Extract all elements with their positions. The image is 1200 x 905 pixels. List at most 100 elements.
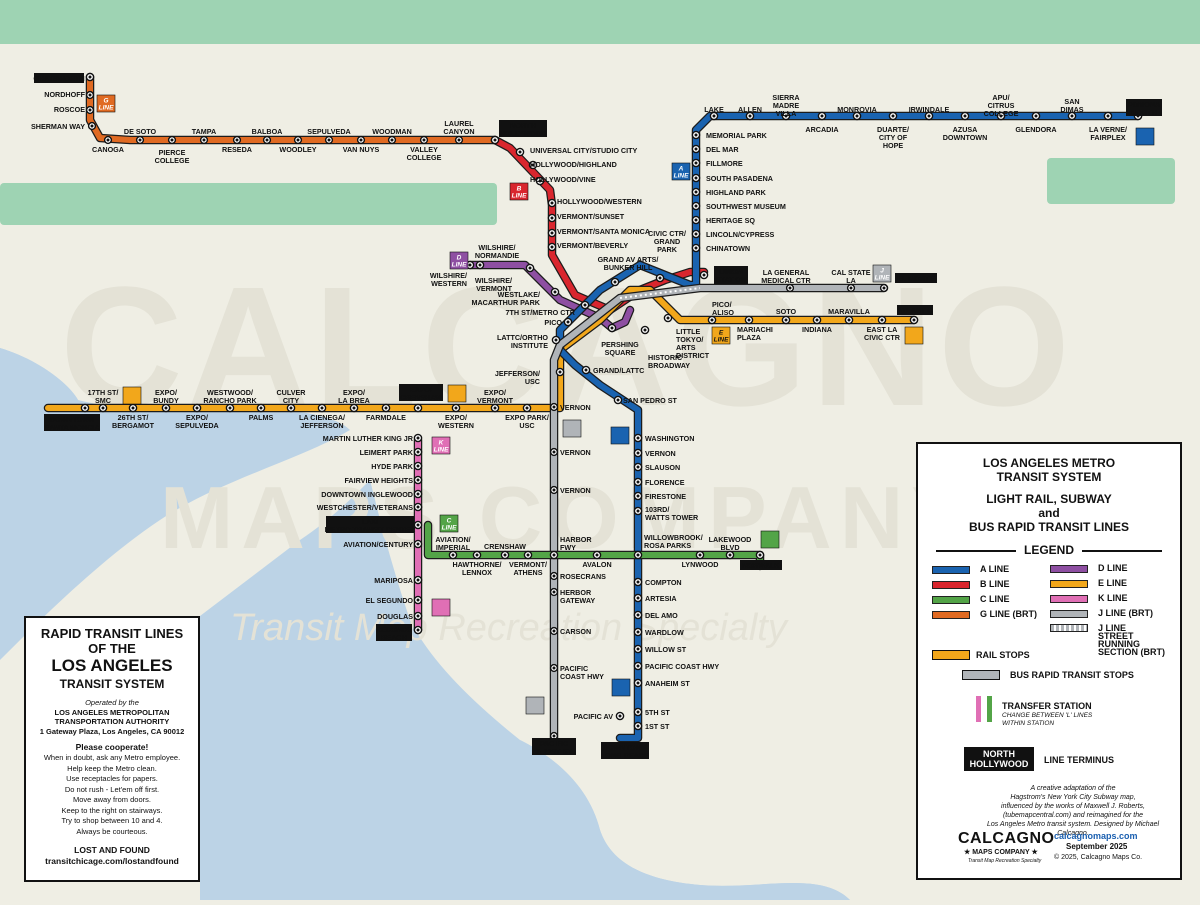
stop-dot-douglas — [416, 614, 420, 618]
label-17th_smc: 17TH ST/SMC — [88, 388, 119, 405]
stop-dot-firestone — [636, 494, 640, 498]
legend-right-item-2: K LINE — [1050, 594, 1128, 603]
label-leimert_park: LEIMERT PARK — [360, 448, 414, 457]
label-universal_city: UNIVERSAL CITY/STUDIO CITY — [530, 146, 637, 155]
label-vernon_j3: VERNON — [560, 486, 591, 495]
stop-dot-vernon_j2 — [552, 450, 556, 454]
label-glendora: GLENDORA — [1015, 125, 1056, 134]
stop-dot-balboa — [265, 138, 269, 142]
rule-2: Use receptacles for papers. — [66, 774, 158, 783]
stop-dot-tampa — [202, 138, 206, 142]
label-soto: SOTO — [776, 307, 797, 316]
credit-line-4: Los Angeles Metro transit system. Design… — [986, 821, 1160, 837]
logo-tag: Transit Map Recreation Specialty — [968, 858, 1042, 864]
stop-dot-san_pedro_st — [616, 398, 620, 402]
legend-title-2: TRANSIT SYSTEM — [996, 470, 1102, 484]
badge-b-line — [509, 182, 529, 201]
terminus-label-lax: LAX/METRO TRANSIT CENTER — [325, 517, 416, 534]
terminus-label-expo_crenshaw: EXPO/CRENSHAW — [400, 385, 442, 402]
terminus-downtown_santa_monica — [44, 414, 100, 431]
rule-4: Move away from doors. — [73, 795, 151, 804]
legend-left-item-2: C LINE — [932, 594, 1010, 604]
stop-dot-pico_aliso — [710, 318, 714, 322]
stop-dot-pico — [566, 320, 570, 324]
stop-dot-seventh_metro — [583, 303, 587, 307]
badge-d-line — [449, 251, 469, 270]
legend-swatch — [932, 610, 970, 619]
label-woodley: WOODLEY — [279, 145, 316, 154]
label-washington: WASHINGTON — [645, 434, 694, 443]
a-line — [557, 113, 1141, 741]
label-highland_park: HIGHLAND PARK — [706, 188, 767, 197]
label-van_nuys: VAN NUYS — [343, 145, 380, 154]
stop-dot-westchester — [416, 505, 420, 509]
stop-dot-lake — [712, 114, 716, 118]
label-willowbrook: WILLOWBROOK/ROSA PARKS — [644, 533, 703, 550]
label-wilshire_vermont: WILSHIRE/VERMONT — [475, 276, 513, 293]
label-downtown_inglewood: DOWNTOWN INGLEWOOD — [321, 490, 413, 499]
agency-line-2: TRANSPORTATION AUTHORITY — [54, 717, 170, 726]
terminus-pomona_north — [1126, 99, 1162, 116]
label-wilshire_normandie: WILSHIRE/NORMANDIE — [475, 243, 520, 260]
lost-found-link[interactable]: transitchicage.com/lostandfound — [45, 856, 179, 866]
stop-dot-chinatown — [694, 246, 698, 250]
stop-dot-fillmore — [694, 161, 698, 165]
stop-dot-103rd — [636, 509, 640, 513]
terminus-atlantic — [897, 305, 933, 315]
label-hyde_park: HYDE PARK — [371, 462, 414, 471]
stop-dot-wardlow — [636, 630, 640, 634]
label-memorial_park: MEMORIAL PARK — [706, 131, 768, 140]
stop-dot-aviation_century — [416, 542, 420, 546]
stop-dot-anaheim_st — [636, 681, 640, 685]
label-first_st: 1ST ST — [645, 722, 670, 731]
stop-dot-redondo_beach — [416, 628, 420, 632]
agency-line-1: LOS ANGELES METROPOLITAN — [54, 707, 170, 717]
stop-dot-arcadia — [820, 114, 824, 118]
stop-dot-allen — [748, 114, 752, 118]
legend-item-label: A LINE — [980, 564, 1010, 574]
stop-dot-union_station — [702, 273, 706, 277]
label-palms: PALMS — [249, 413, 274, 422]
badge-a3-line — [610, 426, 630, 445]
legend-terminus-sample: NORTH HOLLYWOOD — [964, 747, 1034, 771]
badge-e3-line — [122, 386, 142, 405]
legend-swatch — [932, 595, 970, 604]
stop-dot-atlantic — [912, 318, 916, 322]
legend-swatch — [1050, 594, 1088, 603]
watermark-mid: MAPS COMPANY — [160, 468, 978, 567]
logo-sub: ★ MAPS COMPANY ★ — [964, 849, 1038, 856]
legend-swatch — [1050, 609, 1088, 618]
label-vernon_a: VERNON — [645, 449, 676, 458]
stop-dot-historic_broadway — [643, 328, 647, 332]
stop-dot-willow_st — [636, 647, 640, 651]
label-26th_bergamot: 26TH ST/BERGAMOT — [112, 413, 155, 430]
stop-dot-florence — [636, 480, 640, 484]
label-pacific_av: PACIFIC AV — [574, 712, 614, 721]
label-slauson: SLAUSON — [645, 463, 680, 472]
website-link[interactable]: calcagnomaps.com — [1054, 831, 1138, 841]
stop-dot-expo_park_usc — [525, 406, 529, 410]
label-sepulveda: SEPULVEDA — [307, 127, 350, 136]
stop-dot-glendora — [1034, 114, 1038, 118]
label-fairview_heights: FAIRVIEW HEIGHTS — [344, 476, 413, 485]
label-woodman: WOODMAN — [372, 127, 412, 136]
label-irwindale: IRWINDALE — [909, 105, 950, 114]
station-stops — [80, 72, 1143, 741]
terminus-chatsworth — [34, 73, 84, 83]
credit-line-2: influenced by the works of Maxwell J. Ro… — [1001, 803, 1145, 810]
stop-dot-maravilla — [847, 318, 851, 322]
stop-dot-woodman — [390, 138, 394, 142]
label-compton: COMPTON — [645, 578, 682, 587]
top-park-band — [0, 0, 1200, 44]
